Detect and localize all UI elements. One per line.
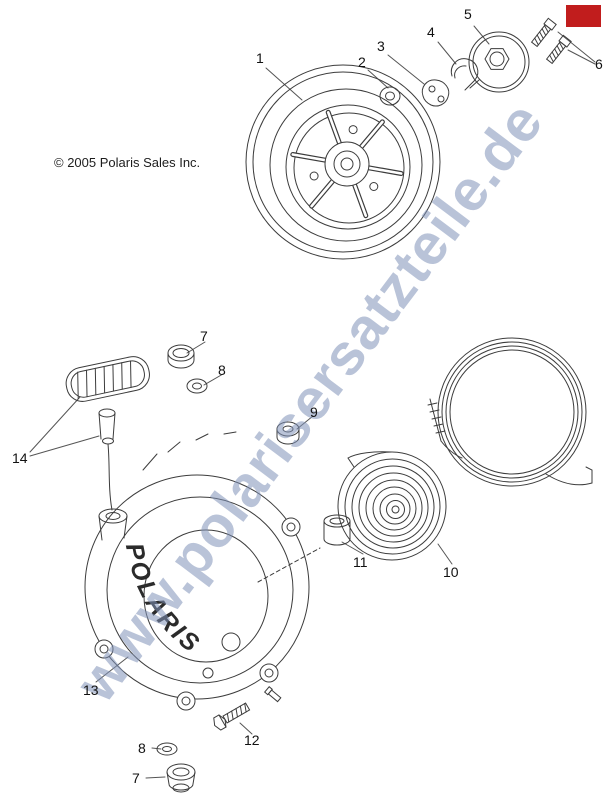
leader-lines: [29, 25, 596, 779]
part-label-6: 6: [595, 56, 603, 72]
friction-plate: [468, 31, 530, 93]
retainer-screws: [530, 17, 572, 65]
starter-pawl: [421, 79, 450, 107]
part-label-8-lower: 8: [138, 740, 146, 756]
starter-rope: [107, 443, 113, 511]
recoil-pulley: [245, 64, 441, 260]
part-label-10: 10: [443, 564, 459, 580]
part-label-12: 12: [244, 732, 260, 748]
handle-cap-upper: [167, 344, 195, 369]
mounting-bolt: [213, 702, 251, 731]
recoil-housing: POLARIS: [84, 431, 310, 711]
washer-upper: [186, 378, 208, 394]
part-label-1: 1: [256, 50, 264, 66]
copyright-text: © 2005 Polaris Sales Inc.: [54, 155, 201, 170]
part-label-4: 4: [427, 24, 435, 40]
part-label-5: 5: [464, 6, 472, 22]
part-label-9: 9: [310, 404, 318, 420]
spring-bushing: [323, 514, 351, 546]
part-label-3: 3: [377, 38, 385, 54]
svg-text:POLARIS: POLARIS: [120, 541, 207, 660]
pulley-bushing: [379, 86, 401, 106]
pawl-spring-clip: [450, 58, 479, 91]
part-label-14: 14: [12, 450, 28, 466]
starter-grip: [65, 356, 150, 511]
assembly-axis-line: [257, 547, 321, 583]
part-label-11: 11: [353, 554, 368, 570]
part-label-7-lower: 7: [132, 770, 140, 786]
housing-logo-text: POLARIS: [120, 541, 204, 660]
part-label-2: 2: [358, 54, 366, 70]
recoil-spring: [337, 337, 593, 561]
washer-lower: [156, 742, 178, 756]
part-label-13: 13: [83, 682, 99, 698]
logo-badge: [566, 5, 601, 27]
part-label-7: 7: [200, 328, 208, 344]
handle-cap-lower: [166, 763, 196, 793]
part-label-8: 8: [218, 362, 226, 378]
pulley-spokes: [290, 109, 404, 219]
spacer-bushing: [276, 421, 300, 445]
